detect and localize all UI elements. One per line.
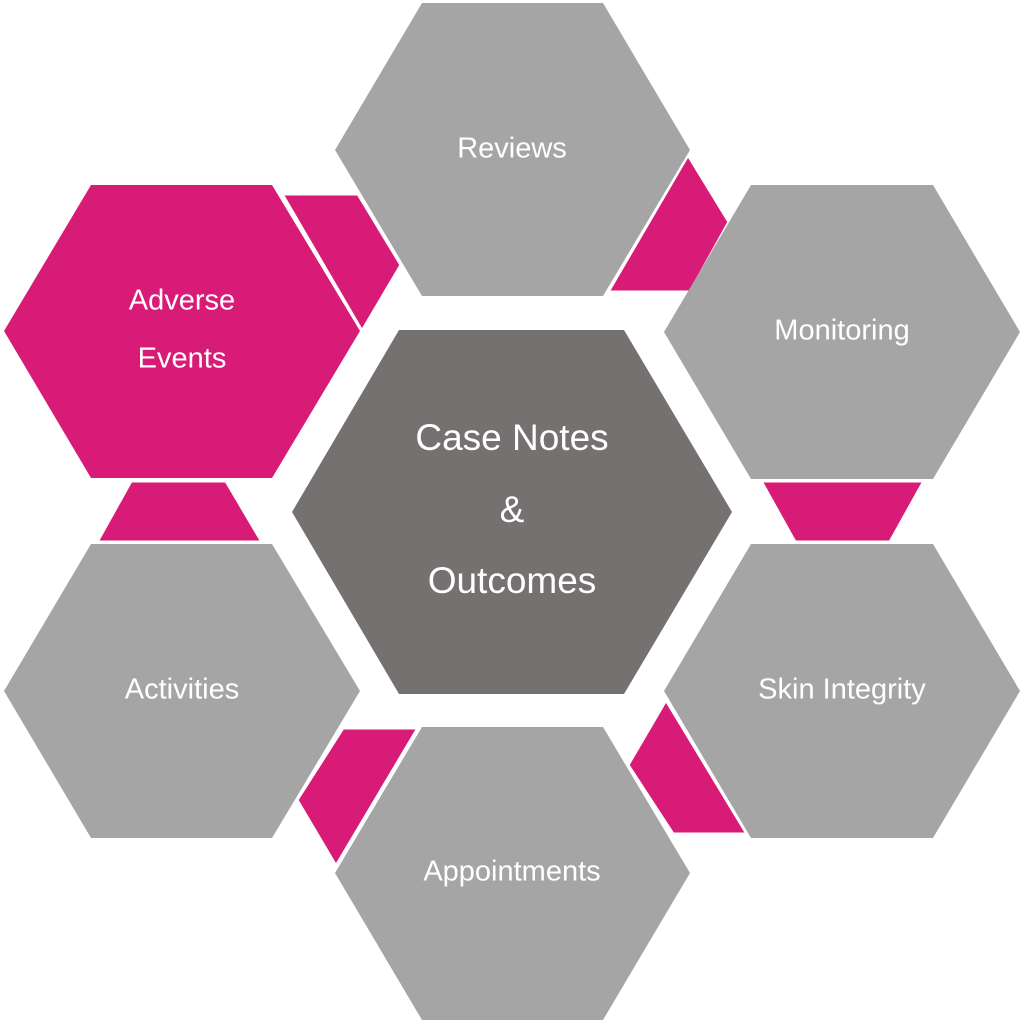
- connector-adverse-reviews: [279, 192, 403, 334]
- hex-center-label-line1: Case Notes: [415, 417, 608, 458]
- hex-center-case-notes[interactable]: Case Notes & Outcomes: [292, 330, 732, 694]
- hex-center-label-line3: Outcomes: [428, 560, 597, 601]
- hex-activities-shape: [4, 544, 360, 838]
- hex-appointments[interactable]: Appointments: [335, 727, 690, 1020]
- hex-skin-integrity-label: Skin Integrity: [758, 674, 926, 706]
- connector-activities-adverse: [94, 479, 265, 544]
- hex-reviews-shape: [335, 3, 690, 296]
- connector-appointments-activities: [295, 726, 421, 869]
- hex-reviews-label: Reviews: [457, 133, 567, 165]
- hex-appointments-shape: [335, 727, 690, 1020]
- hex-reviews[interactable]: Reviews: [335, 3, 690, 296]
- hex-monitoring-label: Monitoring: [774, 315, 909, 347]
- hex-adverse-events[interactable]: Adverse Events: [4, 185, 360, 478]
- connector-monitoring-skin: [758, 479, 927, 544]
- hex-activities[interactable]: Activities: [4, 544, 360, 838]
- hex-activities-label: Activities: [125, 674, 239, 706]
- hex-adverse-events-label-line2: Events: [138, 343, 227, 375]
- hex-center-shape: [292, 330, 732, 694]
- hex-skin-integrity-shape: [664, 544, 1020, 838]
- hex-monitoring[interactable]: Monitoring: [664, 185, 1020, 479]
- hex-center-label-line2: &: [500, 489, 525, 530]
- hex-adverse-events-label-line1: Adverse: [129, 285, 235, 317]
- hex-appointments-label: Appointments: [423, 856, 600, 888]
- hex-monitoring-shape: [664, 185, 1020, 479]
- hex-skin-integrity[interactable]: Skin Integrity: [664, 544, 1020, 838]
- connector-skin-appointments: [626, 697, 750, 836]
- hex-adverse-events-shape: [4, 185, 360, 478]
